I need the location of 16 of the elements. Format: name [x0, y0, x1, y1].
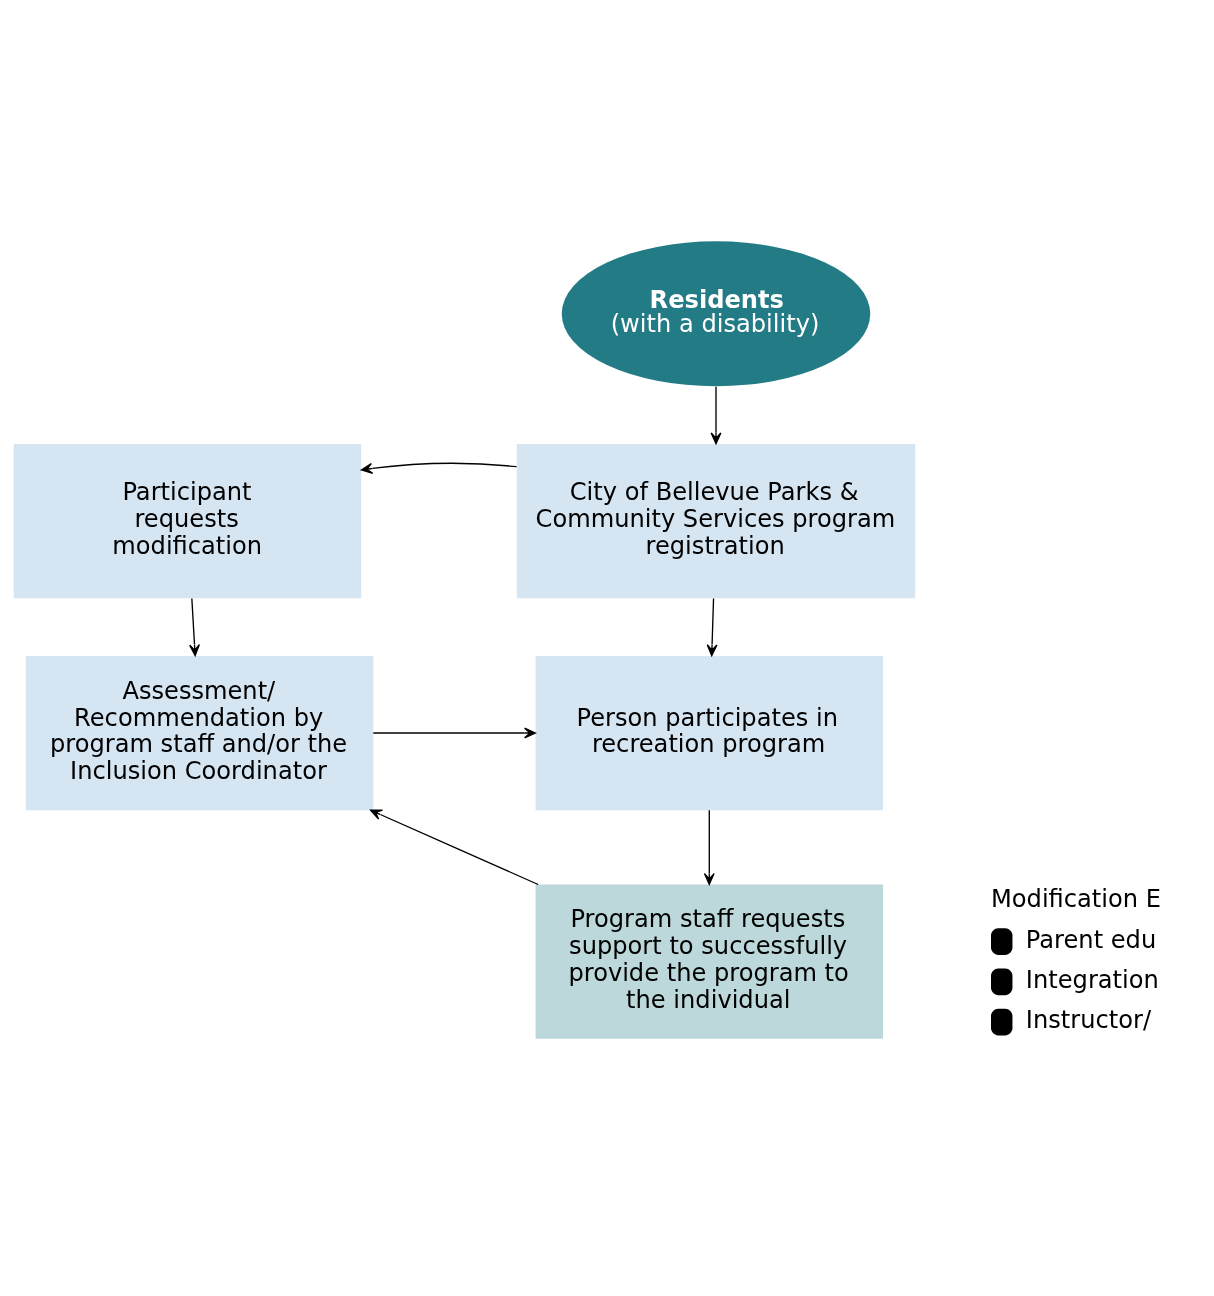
node-box: Participant requests modification — [13, 443, 362, 598]
arrow — [372, 727, 537, 738]
arrow — [189, 597, 200, 656]
label: Integration — [1025, 965, 1159, 994]
label: Modification E — [990, 884, 1161, 913]
node-ellipse: Residents (with a disability) — [561, 240, 871, 386]
node-box: City of Bellevue Parks & Community Services program registration — [516, 443, 916, 598]
arrow — [703, 809, 715, 885]
node-box: Program staff requests support to successfully provide the program to the individual — [535, 884, 883, 1039]
arrow — [360, 462, 518, 474]
node-box: Person participates in recreation program — [535, 655, 883, 810]
node-box: Assessment/ Recommendation by program staff and/or the Inclusion Coordinator — [25, 655, 374, 810]
arrow — [706, 597, 718, 656]
label: Instructor/ — [1025, 1005, 1152, 1034]
label: Parent edu — [1025, 925, 1157, 954]
arrow — [710, 385, 722, 444]
